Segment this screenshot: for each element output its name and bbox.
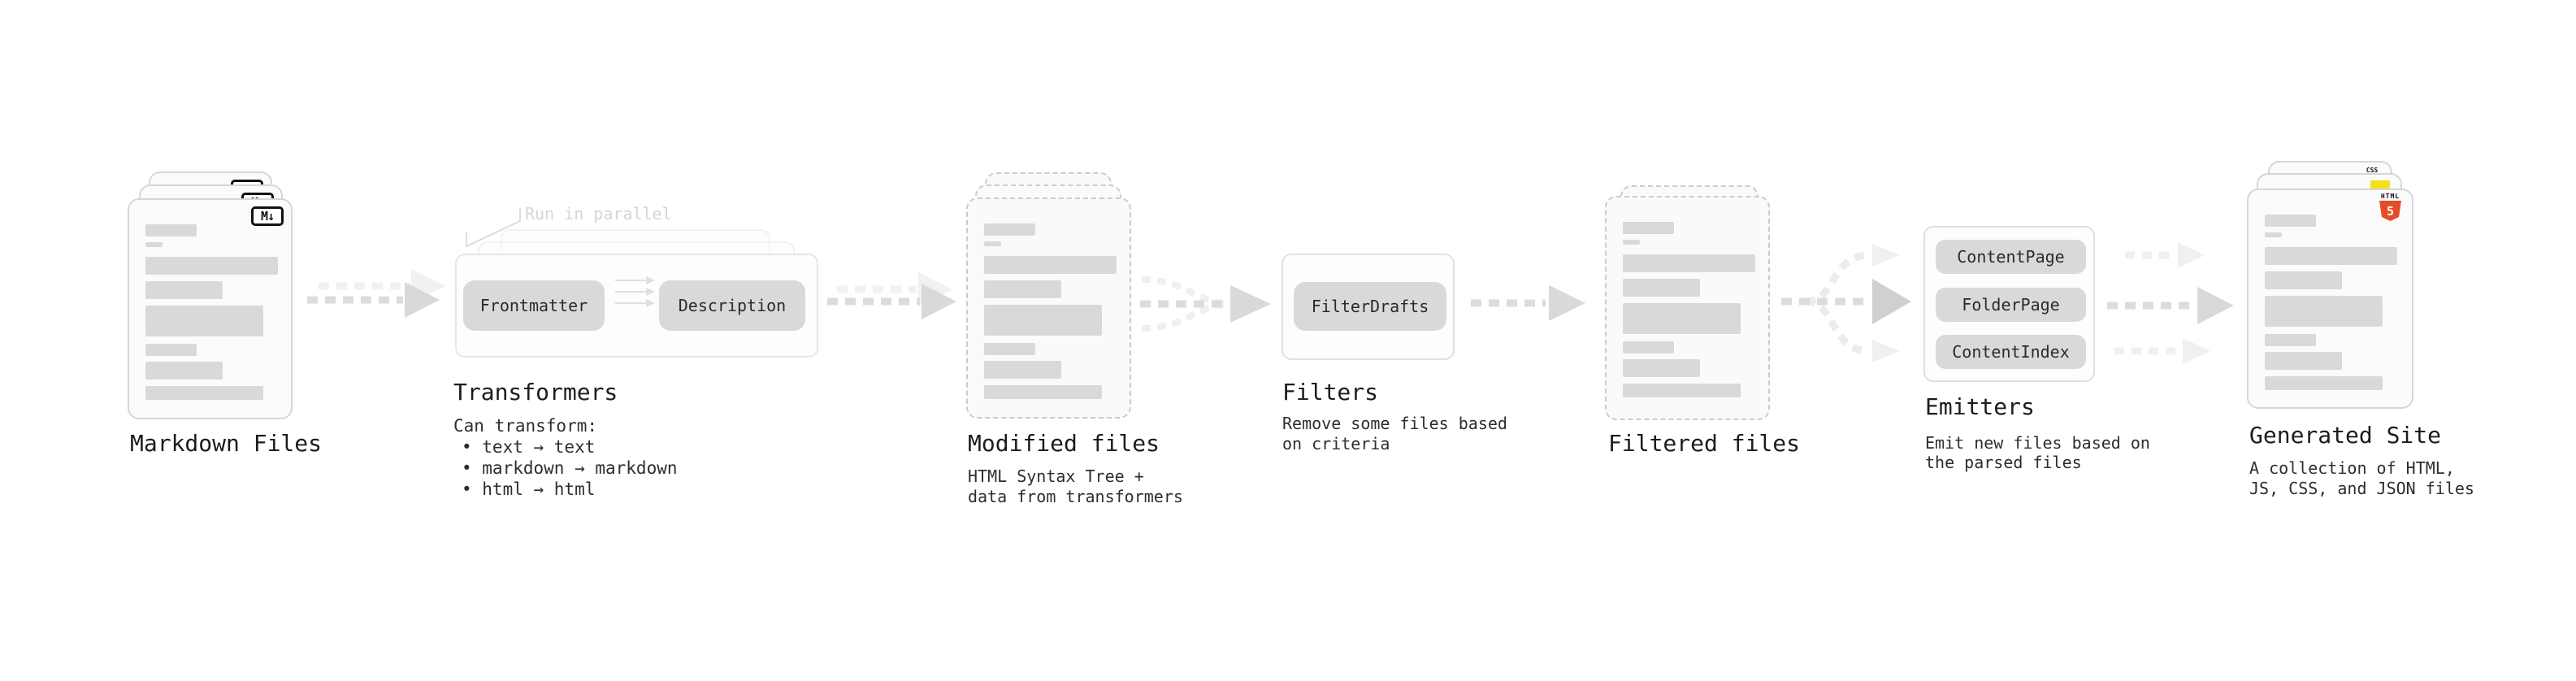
- placeholder-bar: [2265, 215, 2316, 227]
- run-in-parallel-annotation: Run in parallel: [525, 204, 672, 223]
- generated-site-title: Generated Site: [2249, 422, 2442, 449]
- emitters-title: Emitters: [1925, 393, 2035, 420]
- arrow-filters-to-filtered: [1471, 285, 1585, 321]
- transformers-title: Transformers: [453, 379, 618, 406]
- description-line: on criteria: [1282, 434, 1390, 453]
- description-line: JS, CSS, and JSON files: [2249, 479, 2474, 498]
- emitters-description: Emit new files based on the parsed files: [1925, 433, 2150, 472]
- placeholder-bar: [984, 280, 1061, 298]
- placeholder-bar: [1623, 359, 1700, 377]
- placeholder-bar: [2265, 296, 2383, 327]
- placeholder-bar: [984, 305, 1102, 336]
- placeholder-bar: [1623, 254, 1755, 272]
- placeholder-bar: [984, 343, 1035, 355]
- placeholder-bar: [145, 224, 197, 236]
- placeholder-bar: [2265, 247, 2397, 265]
- placeholder-bar: [984, 256, 1117, 274]
- javascript-icon: [2370, 180, 2390, 191]
- description-line: data from transformers: [968, 487, 1183, 506]
- description-line: Remove some files based: [1282, 414, 1507, 433]
- filters-description: Remove some files based on criteria: [1282, 414, 1507, 454]
- document-text-placeholder: [984, 223, 1117, 399]
- filtered-file-card-front: [1605, 196, 1770, 420]
- placeholder-bar: [2265, 352, 2342, 370]
- css-label: CSS: [2366, 167, 2379, 174]
- filterdrafts-pill: FilterDrafts: [1294, 282, 1446, 331]
- modified-file-card-front: [966, 197, 1131, 419]
- html5-number: 5: [2386, 203, 2395, 219]
- arrow-filtered-to-emitters-fanout: [1781, 244, 1911, 362]
- placeholder-bar: [145, 242, 163, 247]
- placeholder-bar: [1623, 303, 1741, 334]
- arrow-emitters-to-generated: [2107, 242, 2234, 364]
- folderpage-pill: FolderPage: [1936, 288, 2086, 322]
- filtered-files-title: Filtered files: [1608, 430, 1801, 457]
- filters-card: FilterDrafts: [1281, 254, 1455, 360]
- contentpage-pill: ContentPage: [1936, 240, 2086, 274]
- document-text-placeholder: [1623, 222, 1755, 397]
- html5-label: HTML: [2380, 193, 2400, 200]
- placeholder-bar: [1623, 341, 1674, 354]
- description-line: A collection of HTML,: [2249, 458, 2455, 478]
- description-line: HTML Syntax Tree +: [968, 466, 1144, 486]
- placeholder-bar: [2265, 232, 2282, 237]
- placeholder-bar: [984, 361, 1061, 379]
- markdown-file-card-front: M↓: [128, 198, 293, 419]
- placeholder-bar: [145, 344, 197, 356]
- generated-file-card-front: HTML 5: [2247, 189, 2413, 409]
- placeholder-bar: [145, 386, 263, 400]
- modified-files-title: Modified files: [968, 430, 1160, 457]
- placeholder-bar: [145, 281, 223, 299]
- placeholder-bar: [145, 257, 278, 275]
- frontmatter-pill: Frontmatter: [463, 280, 605, 331]
- placeholder-bar: [1623, 384, 1741, 397]
- html5-icon: HTML 5: [2379, 193, 2401, 221]
- contentindex-pill: ContentIndex: [1936, 335, 2086, 369]
- markdown-files-title: Markdown Files: [130, 430, 323, 457]
- document-text-placeholder: [145, 224, 278, 400]
- document-text-placeholder: [2265, 215, 2397, 390]
- placeholder-bar: [145, 362, 223, 380]
- placeholder-bar: [984, 223, 1035, 236]
- markdown-icon: M↓: [251, 206, 284, 226]
- description-line: Emit new files based on: [1925, 433, 2150, 453]
- placeholder-bar: [1623, 222, 1674, 234]
- placeholder-bar: [984, 385, 1102, 399]
- bullet-line: • text → text: [462, 437, 596, 457]
- placeholder-bar: [145, 306, 263, 336]
- placeholder-bar: [1623, 240, 1640, 245]
- placeholder-bar: [2265, 271, 2342, 289]
- transformer-card-front: Frontmatter Description: [455, 254, 818, 358]
- modified-files-description: HTML Syntax Tree + data from transformer…: [968, 466, 1183, 507]
- arrow-transformers-to-modified: [827, 272, 956, 319]
- bullet-line: • html → html: [462, 479, 596, 499]
- placeholder-bar: [984, 241, 1001, 246]
- placeholder-bar: [2265, 376, 2383, 390]
- emitters-card: ContentPage FolderPage ContentIndex: [1923, 226, 2095, 382]
- description-line: the parsed files: [1925, 453, 2082, 472]
- placeholder-bar: [1623, 279, 1700, 297]
- description-pill: Description: [659, 280, 805, 331]
- placeholder-bar: [2265, 334, 2316, 346]
- transformers-description: Can transform: • text → text • markdown …: [453, 415, 678, 500]
- arrow-modified-to-filters-merge: [1140, 276, 1271, 332]
- filters-title: Filters: [1282, 379, 1379, 406]
- generated-site-description: A collection of HTML, JS, CSS, and JSON …: [2249, 458, 2474, 499]
- bullet-line: • markdown → markdown: [462, 458, 678, 478]
- arrow-markdown-to-transformers: [307, 269, 445, 318]
- can-transform-heading: Can transform:: [453, 416, 598, 436]
